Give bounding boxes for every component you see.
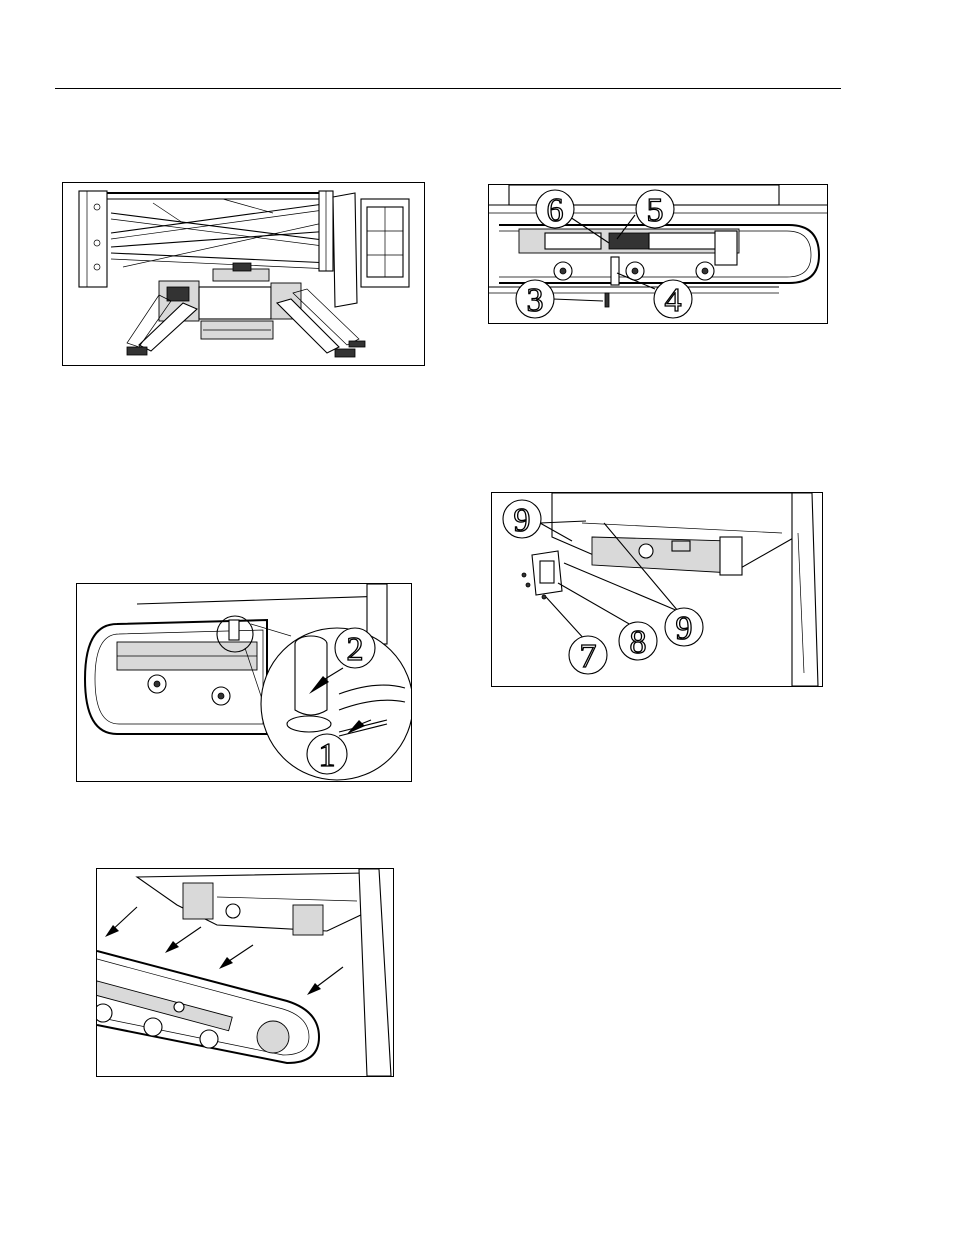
callout-2: 2 <box>347 631 364 668</box>
track-illustration: 6 5 3 4 <box>489 185 827 323</box>
cover-plate-illustration: 9 9 8 7 <box>492 493 822 686</box>
machine-illustration <box>63 183 424 365</box>
callout-6: 6 <box>547 192 564 229</box>
callout-7: 7 <box>580 638 597 675</box>
figure-track-underside-arrows <box>96 868 394 1077</box>
callout-4: 4 <box>665 282 682 319</box>
track-detail-illustration: 2 1 <box>77 584 411 781</box>
callout-3: 3 <box>527 282 544 319</box>
figure-machine-stowed <box>62 182 425 366</box>
callout-8: 8 <box>630 624 647 661</box>
figure-track-callouts-3-6: 6 5 3 4 <box>488 184 828 324</box>
callout-5: 5 <box>647 192 664 229</box>
figure-cover-plate-callouts-7-9: 9 9 8 7 <box>491 492 823 687</box>
callout-9-top: 9 <box>514 502 531 539</box>
callout-1: 1 <box>319 737 336 774</box>
track-underside-illustration <box>97 869 393 1076</box>
callout-9-right: 9 <box>676 610 693 647</box>
figure-track-detail-callouts-1-2: 2 1 <box>76 583 412 782</box>
header-rule <box>55 88 841 89</box>
